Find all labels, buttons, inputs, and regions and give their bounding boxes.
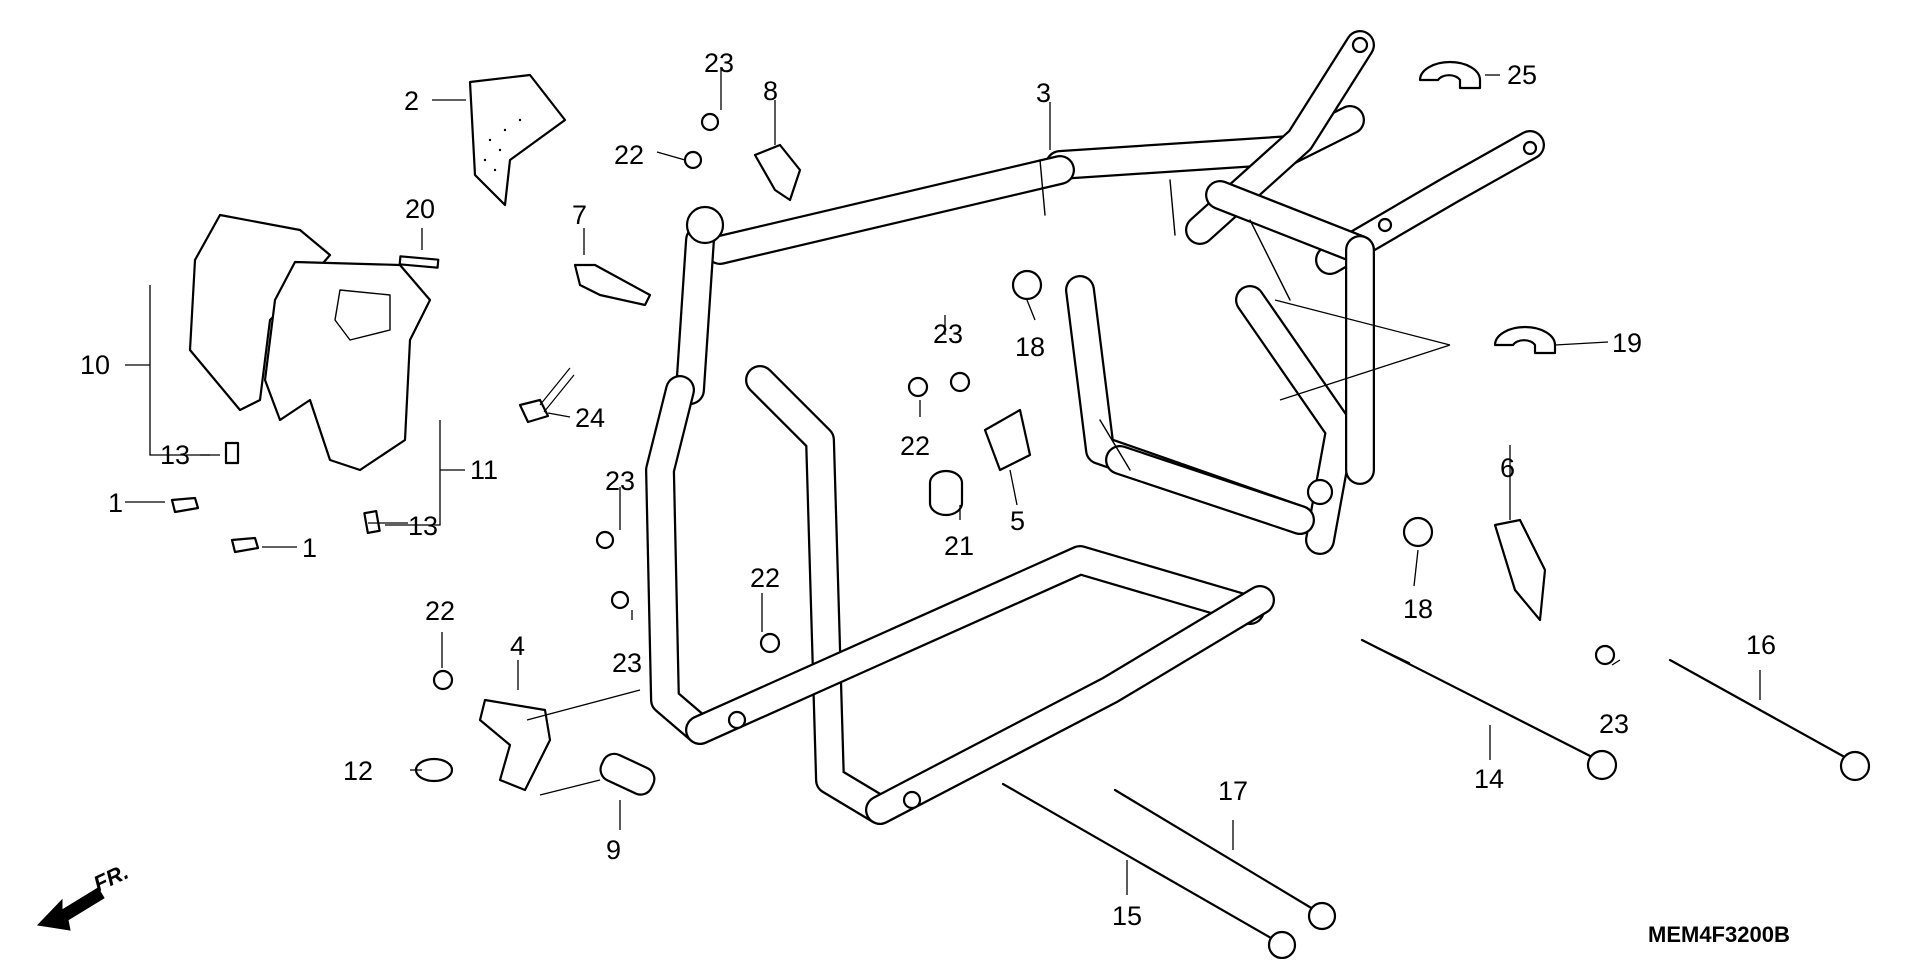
label-21: 21	[944, 531, 974, 561]
label-5: 5	[1010, 506, 1025, 536]
label-19: 19	[1612, 328, 1642, 358]
cushion-20-part	[398, 255, 440, 269]
label-22-left: 22	[425, 596, 455, 626]
label-13-right: 13	[408, 511, 438, 541]
bolt-23-left-part	[595, 530, 615, 550]
grommet-1b-part	[230, 536, 260, 554]
label-25: 25	[1507, 60, 1537, 90]
grommet-1a-part	[170, 496, 200, 514]
label-22-mid: 22	[900, 431, 930, 461]
bolt-15-part	[1001, 782, 1297, 960]
clamp-19-part	[1493, 325, 1557, 355]
label-10: 10	[80, 350, 110, 380]
label-1-right: 1	[302, 533, 317, 563]
label-23-right: 23	[1599, 709, 1629, 739]
label-23-left: 23	[605, 466, 635, 496]
bolt-23-right-part	[1594, 644, 1616, 666]
bracket-4-part	[478, 698, 552, 792]
label-4: 4	[510, 631, 525, 661]
front-direction-arrow-icon: FR.	[36, 859, 132, 931]
clamp-25-part	[1418, 60, 1482, 90]
nut-22-lower-part	[759, 632, 781, 654]
part-labels: 2 3 23 8 22 7 20 25 10 13 1 1 11 13 24 2…	[80, 48, 1776, 931]
label-15: 15	[1112, 901, 1142, 931]
label-9: 9	[606, 835, 621, 865]
label-18-top: 18	[1015, 332, 1045, 362]
bolt-16-part	[1668, 658, 1871, 782]
label-23-top: 23	[704, 48, 734, 78]
main-frame-part	[645, 30, 1545, 825]
label-23-mid: 23	[933, 319, 963, 349]
bolt-23-mid-part	[949, 371, 971, 393]
label-1-left: 1	[108, 488, 123, 518]
leader-lines	[125, 68, 1761, 895]
label-23-lower: 23	[612, 648, 642, 678]
clamp-21-part	[928, 469, 964, 517]
bracket-8-part	[753, 143, 802, 202]
label-3: 3	[1036, 78, 1051, 108]
label-24: 24	[575, 403, 605, 433]
spacer-9-part	[599, 752, 656, 796]
label-12: 12	[343, 756, 373, 786]
label-2: 2	[404, 86, 419, 116]
pad-part	[468, 73, 567, 207]
bolt-23-lower-part	[610, 590, 630, 610]
clip-13a-part	[224, 441, 240, 465]
label-22-lower: 22	[750, 563, 780, 593]
pad-texture	[483, 118, 522, 172]
bolt-24-part	[518, 398, 550, 424]
label-17: 17	[1218, 776, 1248, 806]
diagram-code: MEM4F3200B	[1648, 922, 1790, 947]
clip-13b-part	[363, 510, 381, 534]
nut-22-mid-part	[907, 376, 929, 398]
bolt-23-top-part	[700, 112, 720, 132]
grommet-18a-part	[1011, 269, 1043, 301]
bracket-7-part	[573, 263, 652, 307]
plate-5-part	[983, 408, 1032, 472]
plate-6-part	[1493, 518, 1547, 622]
nut-22-top-part	[683, 150, 703, 170]
label-18-bottom: 18	[1403, 594, 1433, 624]
label-8: 8	[763, 76, 778, 106]
label-6: 6	[1500, 453, 1515, 483]
grommet-18b-part	[1402, 516, 1434, 548]
label-16: 16	[1746, 630, 1776, 660]
label-20: 20	[405, 194, 435, 224]
nut-22-left-part	[432, 669, 454, 691]
label-11: 11	[470, 455, 498, 485]
label-7: 7	[572, 200, 587, 230]
label-14: 14	[1474, 764, 1504, 794]
label-22-top: 22	[614, 140, 644, 170]
bolt-14-part	[1360, 638, 1618, 781]
label-13-left: 13	[160, 440, 190, 470]
right-cover-part	[263, 260, 432, 472]
bolt-17-part	[1113, 788, 1337, 931]
